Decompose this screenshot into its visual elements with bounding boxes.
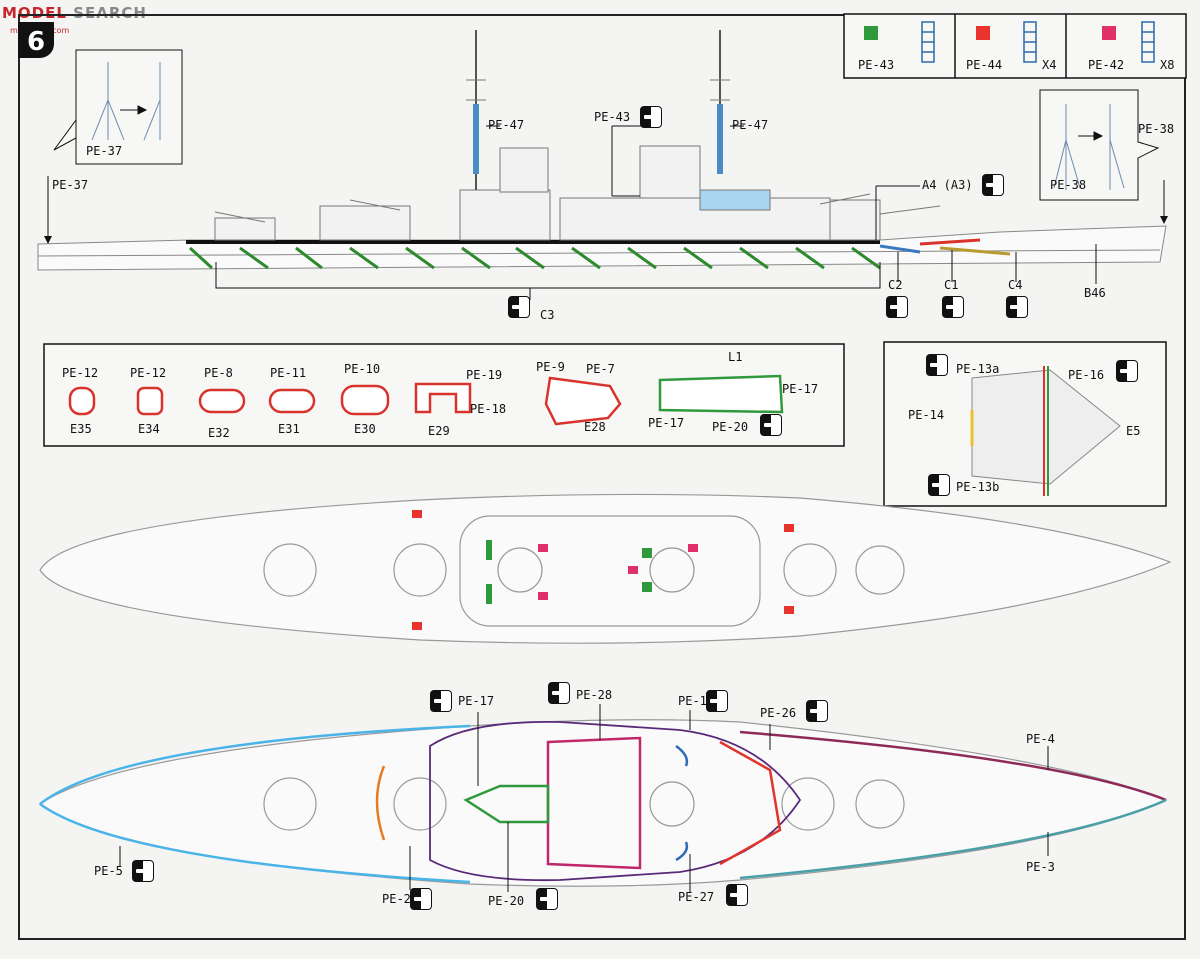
callout-b46: B46 — [1084, 286, 1106, 300]
legend-label-pe43: PE-43 — [858, 58, 895, 72]
callout-pe47-aft: PE-47 — [732, 118, 769, 132]
rail-outlines — [39, 720, 1167, 884]
attach-icon — [982, 174, 1004, 196]
deck-rails — [188, 246, 881, 270]
legend-swatch-green — [864, 26, 878, 40]
label-pe17: PE-17 — [458, 694, 495, 708]
legend-box — [843, 13, 1187, 79]
attach-icon — [706, 690, 728, 712]
legend-swatch-magenta — [1102, 26, 1116, 40]
step-number: 6 — [18, 22, 54, 58]
top-view-2 — [38, 719, 1168, 887]
callout-c2: C2 — [888, 278, 903, 292]
label-pe10: PE-10 — [344, 362, 381, 376]
label-pe13a: PE-13a — [956, 362, 1000, 376]
watermark: MODEL SEARCH — [2, 4, 147, 22]
label-pe19: PE-19 — [466, 368, 503, 382]
label-pe27: PE-27 — [678, 890, 715, 904]
attach-icon — [430, 690, 452, 712]
label-e35: E35 — [70, 422, 92, 436]
parts-shapes — [68, 374, 784, 426]
stern-shape — [970, 369, 1121, 485]
pe38-inset — [1039, 89, 1160, 201]
attach-icon — [806, 700, 828, 722]
label-pe20: PE-20 — [488, 894, 525, 908]
label-pe1: PE-1 — [678, 694, 707, 708]
attach-icon — [640, 106, 662, 128]
label-e29: E29 — [428, 424, 450, 438]
deck-strip — [186, 240, 880, 244]
callout-pe38-inset: PE-38 — [1050, 178, 1087, 192]
legend-qty-pe44: X4 — [1042, 58, 1057, 72]
attach-icon — [536, 888, 558, 910]
label-e5: E5 — [1126, 424, 1141, 438]
label-l1: L1 — [728, 350, 743, 364]
label-pe5: PE-5 — [94, 864, 123, 878]
legend-qty-pe42: X8 — [1160, 58, 1175, 72]
attach-icon — [886, 296, 908, 318]
attach-icon — [508, 296, 530, 318]
label-e28: E28 — [584, 420, 606, 434]
legend-label-pe44: PE-44 — [966, 58, 1003, 72]
attach-icon — [942, 296, 964, 318]
c3-bracket — [215, 262, 881, 300]
label-pe7: PE-7 — [586, 362, 615, 376]
label-pe17-right: PE-17 — [782, 382, 819, 396]
label-pe12a: PE-12 — [62, 366, 99, 380]
label-e31: E31 — [278, 422, 300, 436]
label-pe11: PE-11 — [270, 366, 307, 380]
superstructure — [214, 30, 941, 241]
legend-label-pe42: PE-42 — [1088, 58, 1125, 72]
attach-icon — [726, 884, 748, 906]
callout-c4: C4 — [1008, 278, 1023, 292]
label-pe4: PE-4 — [1026, 732, 1055, 746]
label-pe26: PE-26 — [760, 706, 797, 720]
callout-pe38: PE-38 — [1138, 122, 1175, 136]
label-pe2: PE-2 — [382, 892, 411, 906]
label-pe12b: PE-12 — [130, 366, 167, 380]
label-e30: E30 — [354, 422, 376, 436]
callout-pe37-inset: PE-37 — [86, 144, 123, 158]
label-pe3: PE-3 — [1026, 860, 1055, 874]
attach-icon — [548, 682, 570, 704]
label-pe18: PE-18 — [470, 402, 507, 416]
label-pe16: PE-16 — [1068, 368, 1105, 382]
instruction-frame — [18, 14, 1186, 940]
label-pe17-left: PE-17 — [648, 416, 685, 430]
attach-icon — [760, 414, 782, 436]
label-e32: E32 — [208, 426, 230, 440]
label-pe9: PE-9 — [536, 360, 565, 374]
label-pe13b: PE-13b — [956, 480, 1000, 494]
attach-icon — [132, 860, 154, 882]
legend-ladders — [921, 21, 1155, 63]
label-pe14: PE-14 — [908, 408, 945, 422]
legend-swatch-red — [976, 26, 990, 40]
top-view-1 — [39, 493, 1172, 644]
callout-pe47-fore: PE-47 — [488, 118, 525, 132]
callout-c3: C3 — [540, 308, 555, 322]
attach-icon — [410, 888, 432, 910]
label-pe8: PE-8 — [204, 366, 233, 380]
callout-pe43: PE-43 — [594, 110, 631, 124]
label-pe28: PE-28 — [576, 688, 613, 702]
callout-pe37: PE-37 — [52, 178, 89, 192]
attach-icon — [1006, 296, 1028, 318]
label-e34: E34 — [138, 422, 160, 436]
callout-a4: A4 (A3) — [922, 178, 973, 192]
attach-icon — [926, 354, 948, 376]
top-view-1-marks — [412, 510, 794, 630]
attach-icon — [928, 474, 950, 496]
callout-c1: C1 — [944, 278, 959, 292]
attach-icon — [1116, 360, 1138, 382]
label-pe20: PE-20 — [712, 420, 749, 434]
pe37-inset — [53, 49, 183, 165]
